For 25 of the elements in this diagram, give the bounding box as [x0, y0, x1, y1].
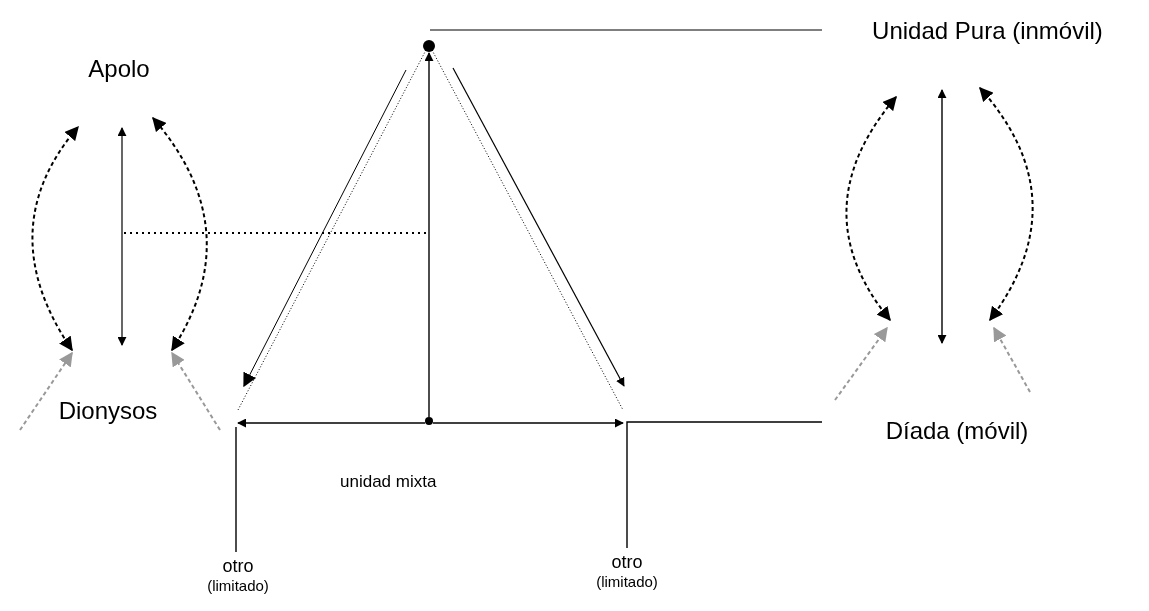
connector-line — [429, 29, 823, 31]
arrow — [424, 52, 434, 418]
arrow — [845, 95, 897, 322]
node-label: Dionysos — [40, 394, 176, 428]
connector-line — [626, 421, 823, 549]
arrow — [432, 418, 624, 428]
node-label: otro — [610, 552, 644, 573]
arrow — [243, 69, 407, 388]
arrow — [937, 89, 947, 344]
node-label: Unidad Pura (inmóvil) — [826, 14, 1149, 48]
node-label: Díada (móvil) — [860, 414, 1054, 448]
connector-line — [235, 426, 237, 553]
point-dot — [423, 40, 435, 52]
node-sublabel: (limitado) — [595, 573, 659, 590]
arrow — [237, 418, 426, 428]
arrow — [117, 127, 127, 346]
arrow — [31, 125, 79, 352]
arrow — [979, 86, 1034, 322]
region-label: unidad mixta — [340, 472, 437, 492]
arrow — [152, 116, 208, 352]
arrow — [452, 67, 625, 387]
point-dot — [425, 417, 433, 425]
node-label: otro — [221, 556, 255, 577]
node-sublabel: (limitado) — [206, 577, 270, 594]
node-label: Apolo — [74, 52, 164, 86]
